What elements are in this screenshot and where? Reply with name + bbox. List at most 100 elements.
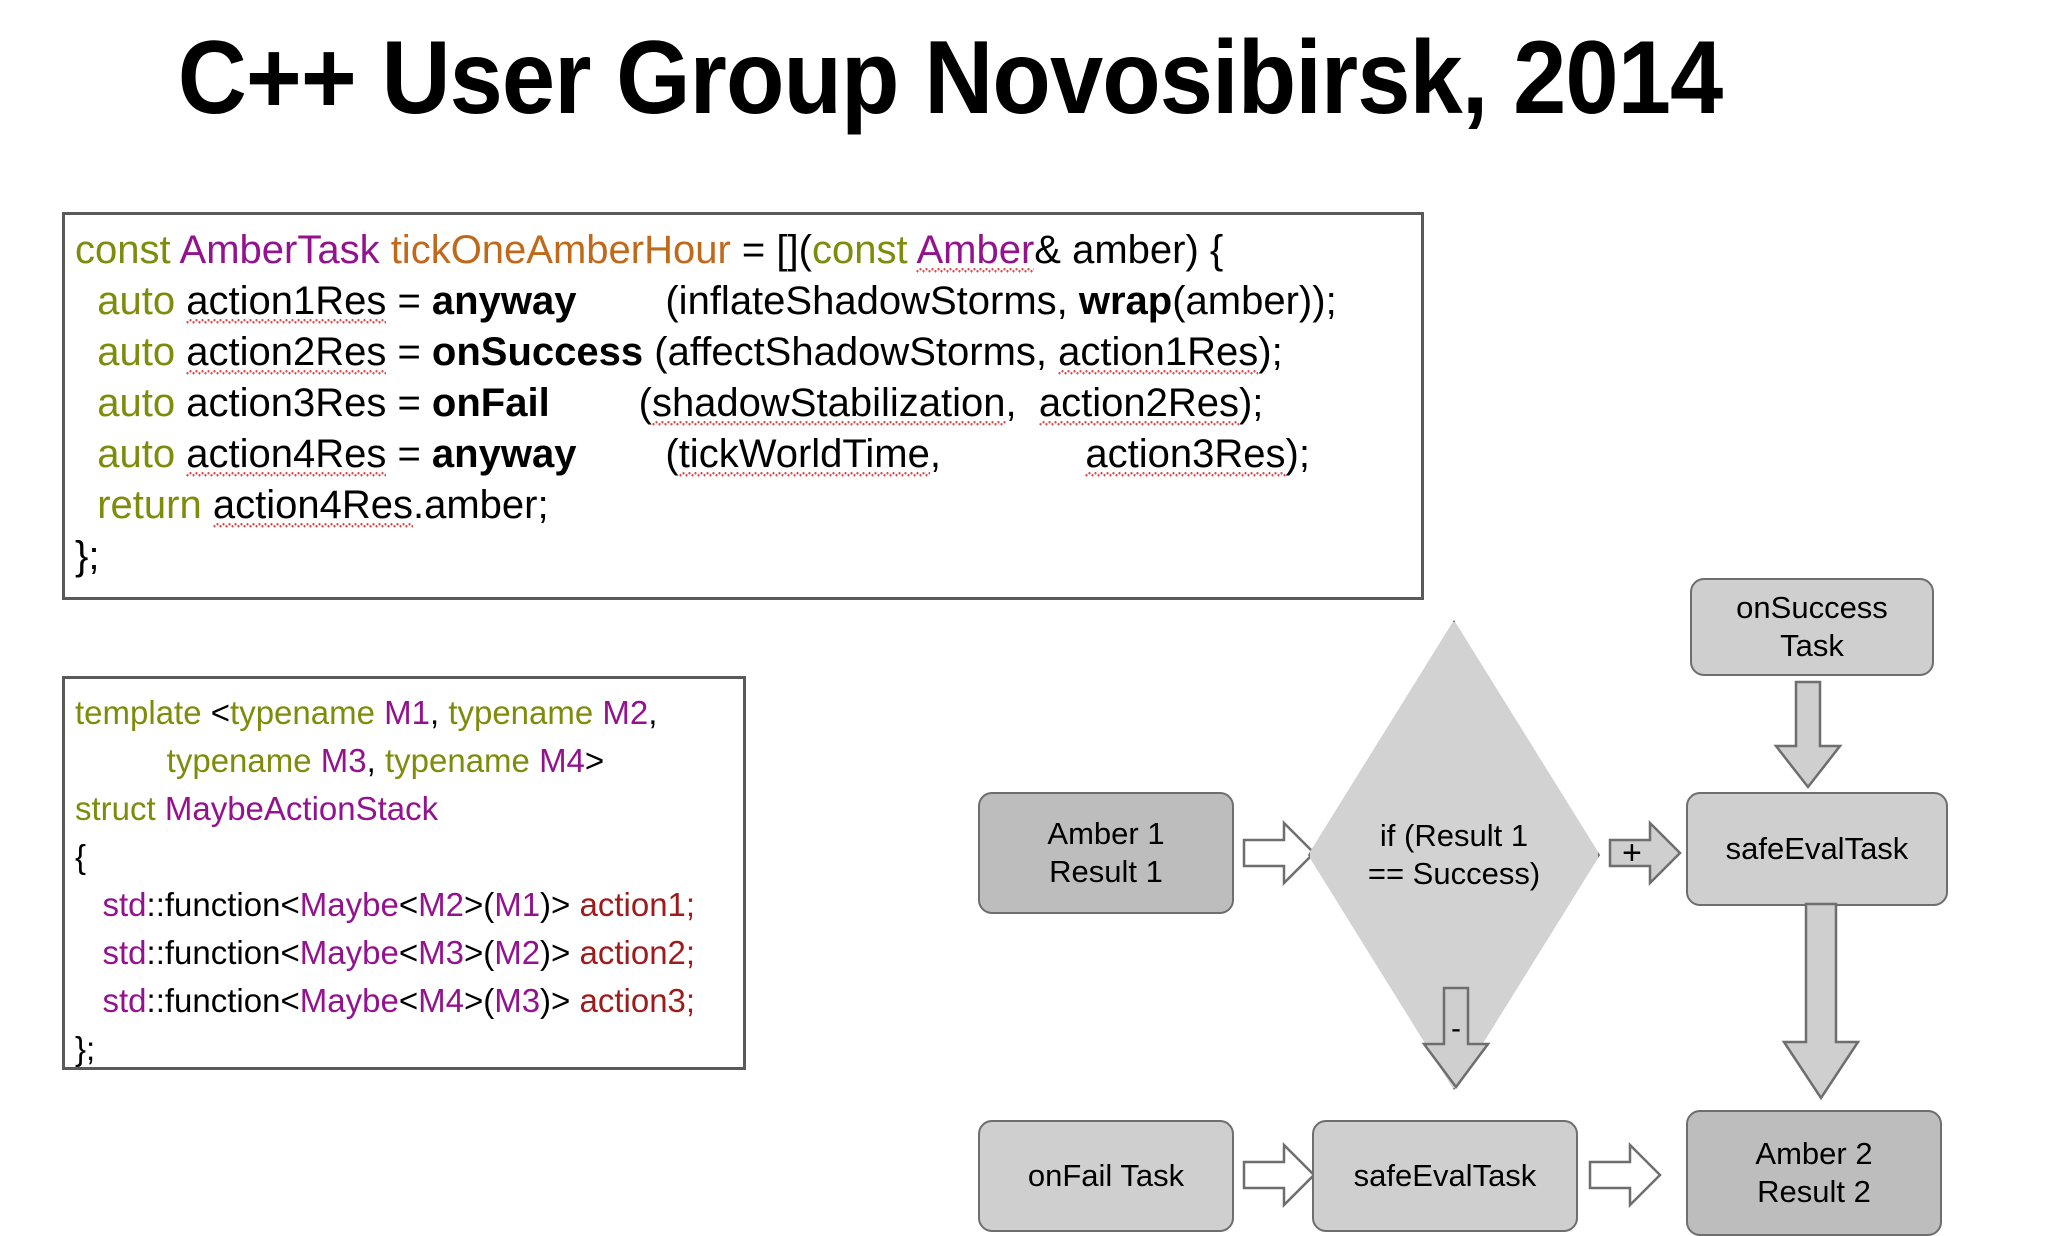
code-token: const (75, 228, 180, 272)
code-line: auto action1Res = anyway (inflateShadowS… (75, 276, 1421, 327)
code-token: onFail (431, 381, 550, 425)
code-block-lambda: const AmberTask tickOneAmberHour = [](co… (62, 212, 1424, 600)
code-token: std (102, 982, 147, 1019)
code-token: = (386, 330, 432, 374)
code-line: }; (75, 1025, 743, 1073)
code-token: >( (463, 934, 495, 971)
code-line: const AmberTask tickOneAmberHour = [](co… (75, 225, 1421, 276)
code-token: wrap (1078, 279, 1173, 323)
code-token: < (210, 694, 231, 731)
code-token: M4 (418, 982, 464, 1019)
code-token: action1; (579, 886, 696, 923)
flow-diagram: Amber 1 Result 1 if (Result 1 == Success… (960, 520, 2030, 1236)
code-token: template (75, 694, 211, 731)
code-token: ); (1285, 432, 1310, 476)
code-token: M3 (494, 982, 541, 1019)
arrow-down-safeeval-to-amber2 (1780, 902, 1862, 1102)
arrow-label-plus: + (1622, 833, 1642, 872)
code-token: < (398, 886, 419, 923)
code-token: auto (75, 432, 187, 476)
code-line: std::function<Maybe<M3>(M2)> action2; (75, 929, 743, 977)
code-token: anyway (431, 279, 577, 323)
code-token: )> (540, 934, 580, 971)
code-token: return (75, 483, 213, 527)
code-token: ::function< (146, 934, 300, 971)
code-token: & amber) { (1034, 228, 1224, 272)
node-on-success-task[interactable]: onSuccess Task (1690, 578, 1934, 676)
code-token: { (75, 838, 87, 875)
code-token: < (398, 934, 419, 971)
code-token: M1 (494, 886, 541, 923)
code-token: M2 (602, 694, 649, 731)
code-token (75, 934, 103, 971)
node-amber1-result1[interactable]: Amber 1 Result 1 (978, 792, 1234, 914)
code-token-misspelled: tickWorldTime (678, 432, 930, 476)
code-line: auto action3Res = onFail (shadowStabiliz… (75, 378, 1421, 429)
code-token-misspelled: action4Res (212, 483, 413, 527)
code-block-maybe-action-stack: template <typename M1, typename M2, type… (62, 676, 746, 1070)
code-token: ::function< (146, 982, 300, 1019)
code-token: = (386, 432, 432, 476)
code-token: auto (75, 330, 187, 374)
node-amber2-result2[interactable]: Amber 2 Result 2 (1686, 1110, 1942, 1236)
code-line: struct MaybeActionStack (75, 785, 743, 833)
code-token: , (929, 432, 1086, 476)
code-token-misspelled: shadowStabilization (651, 381, 1006, 425)
code-line: typename M3, typename M4> (75, 737, 743, 785)
arrow-down-fail-minus: - (1420, 986, 1492, 1090)
code-token: std (102, 934, 147, 971)
code-token: ( (576, 432, 679, 476)
code-token: tickOneAmberHour (390, 228, 731, 272)
code-token: (amber)); (1172, 279, 1337, 323)
code-token: Maybe (299, 934, 399, 971)
arrow-down-onsuccess-to-safeeval (1772, 680, 1844, 790)
code-line: std::function<Maybe<M4>(M3)> action3; (75, 977, 743, 1025)
code-line: std::function<Maybe<M2>(M1)> action1; (75, 881, 743, 929)
code-token-misspelled: action3Res (1085, 432, 1286, 476)
code-line: auto action2Res = onSuccess (affectShado… (75, 327, 1421, 378)
code-token: auto (75, 279, 187, 323)
code-token: (inflateShadowStorms, (576, 279, 1079, 323)
code-token: ); (1238, 381, 1264, 425)
code-token: , (1005, 381, 1039, 425)
code-token-misspelled: action2Res (186, 330, 387, 374)
code-token: }; (75, 1030, 96, 1067)
node-safe-eval-task-bottom[interactable]: safeEvalTask (1312, 1120, 1578, 1232)
code-token: action3Res (186, 381, 387, 425)
code-token-misspelled: action4Res (186, 432, 387, 476)
page-title: C++ User Group Novosibirsk, 2014 (177, 20, 1724, 136)
code-token: ); (1258, 330, 1283, 374)
code-token: std (102, 886, 147, 923)
code-line: }; (75, 531, 1421, 582)
code-token: M3 (418, 934, 464, 971)
code-token: action2; (579, 934, 696, 971)
code-token: AmberTask (179, 228, 391, 272)
code-line: return action4Res.amber; (75, 480, 1421, 531)
node-on-fail-task[interactable]: onFail Task (978, 1120, 1234, 1232)
code-token: , (366, 742, 385, 779)
code-token: typename (75, 742, 321, 779)
code-token: = []( (730, 228, 812, 272)
code-token: auto (75, 381, 187, 425)
code-token: MaybeActionStack (164, 790, 439, 827)
code-token: M2 (494, 934, 541, 971)
code-token: .amber; (412, 483, 549, 527)
code-line: template <typename M1, typename M2, (75, 689, 743, 737)
code-token: > (584, 742, 605, 779)
code-token: typename (448, 694, 603, 731)
code-token: ( (549, 381, 652, 425)
code-token: >( (463, 886, 495, 923)
code-token-misspelled: action2Res (1038, 381, 1239, 425)
code-token: typename (230, 694, 385, 731)
code-token: M2 (418, 886, 464, 923)
code-token: Maybe (299, 886, 399, 923)
code-token: )> (540, 886, 580, 923)
code-token: anyway (431, 432, 577, 476)
node-safe-eval-task-top[interactable]: safeEvalTask (1686, 792, 1948, 906)
code-token: const (811, 228, 917, 272)
code-token: , (648, 694, 658, 731)
code-token: struct (75, 790, 165, 827)
code-token-misspelled: action1Res (186, 279, 387, 323)
code-token: M1 (384, 694, 430, 731)
code-token: (affectShadowStorms, (643, 330, 1059, 374)
